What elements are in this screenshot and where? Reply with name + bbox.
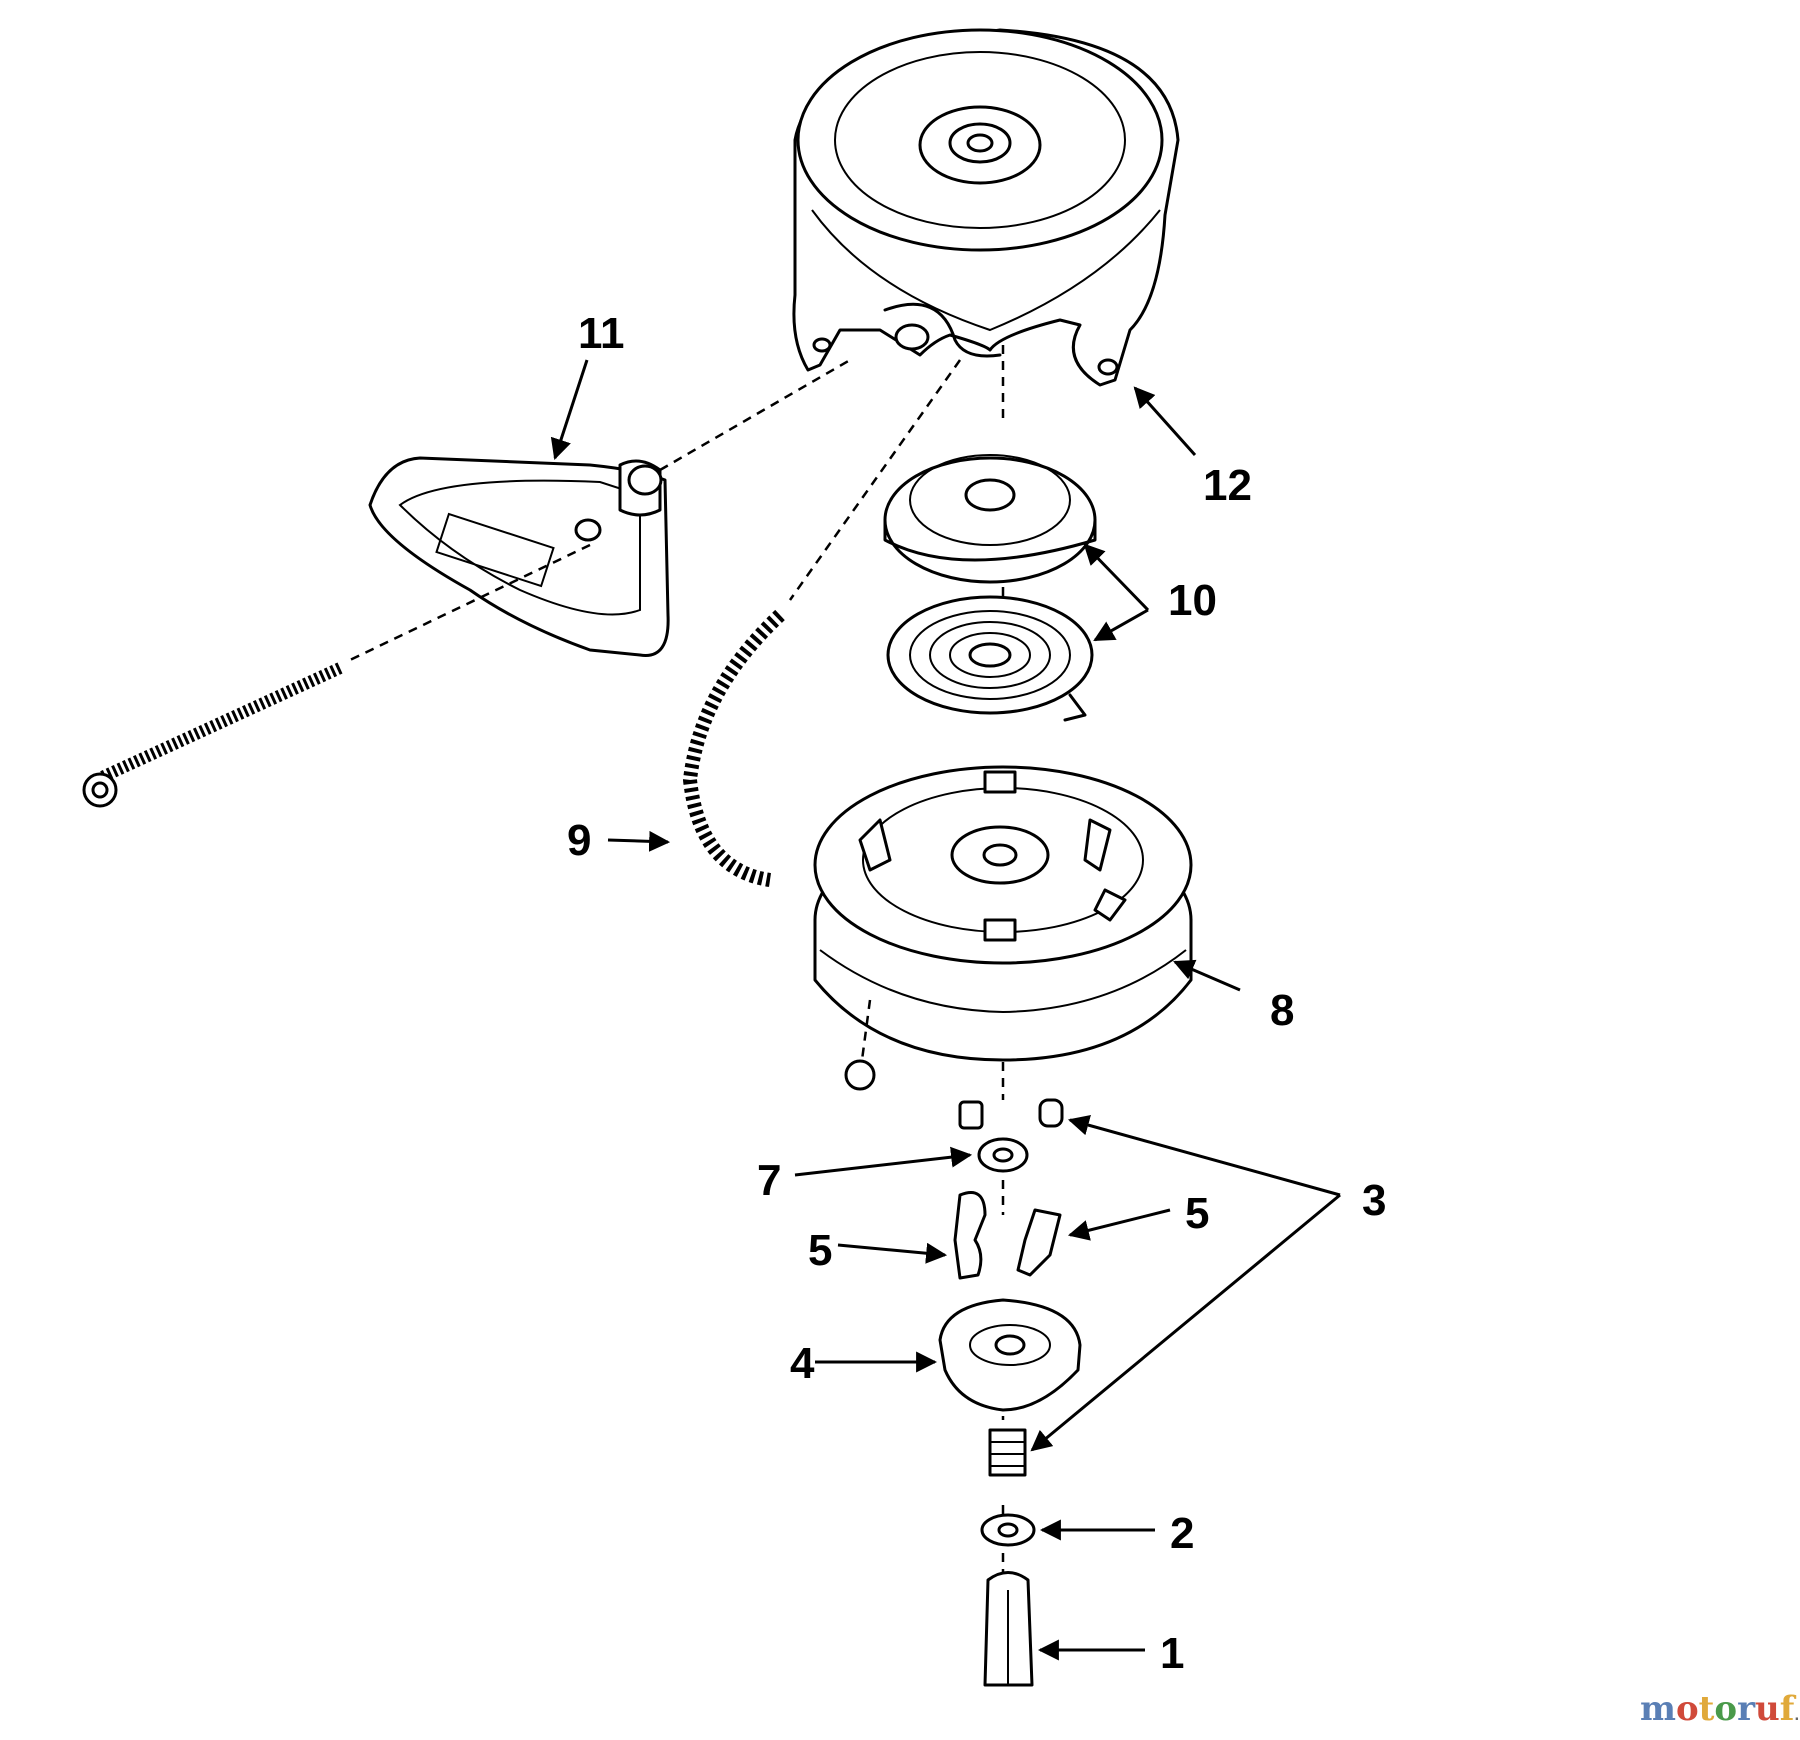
retainer-spring: [988, 1428, 1027, 1477]
watermark-text: motoruf: [1640, 1689, 1797, 1729]
retainer-pin: [983, 1571, 1034, 1687]
callout-5-left: 5: [808, 1226, 832, 1275]
callout-9: 9: [567, 816, 591, 865]
washer-2: [980, 1513, 1036, 1547]
svg-text:motoruf.de: motoruf.de: [1640, 1689, 1800, 1729]
starter-handle: [349, 358, 851, 662]
pawl-springs: [958, 1098, 1064, 1130]
callout-8: 8: [1270, 986, 1294, 1035]
leader-lines: [550, 359, 1341, 1661]
callout-2: 2: [1170, 1509, 1194, 1558]
pawl-retainer: [938, 1298, 1082, 1412]
callout-5-right: 5: [1185, 1189, 1209, 1238]
callout-10: 10: [1168, 576, 1217, 625]
starter-pulley: [813, 765, 1193, 1091]
callout-7: 7: [757, 1156, 781, 1205]
callout-1: 1: [1160, 1629, 1184, 1678]
starter-rope: [82, 359, 962, 887]
pawl-right: [1016, 1208, 1062, 1277]
callout-11: 11: [578, 309, 625, 358]
callout-4: 4: [790, 1339, 815, 1388]
pawl-left: [953, 1191, 987, 1280]
watermark-suffix: .de: [1794, 1709, 1800, 1724]
callout-3: 3: [1362, 1176, 1386, 1225]
washer-7: [977, 1137, 1029, 1173]
recoil-spring-cover: [883, 454, 1097, 584]
callout-12: 12: [1203, 461, 1252, 510]
motoruf-watermark: motoruf.de: [1640, 1689, 1800, 1729]
starter-housing: [792, 28, 1180, 387]
recoil-spring: [886, 595, 1094, 722]
